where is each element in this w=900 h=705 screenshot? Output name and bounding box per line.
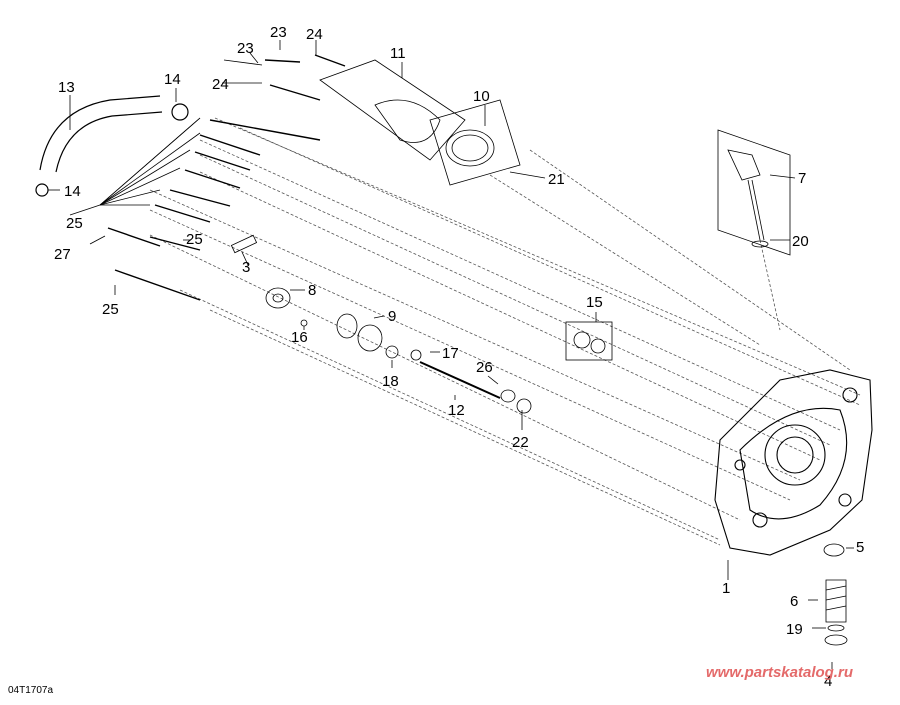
callout-11: 11 xyxy=(390,45,406,62)
watermark: www.partskatalog.ru xyxy=(706,664,853,681)
callout-3: 3 xyxy=(242,259,250,276)
drain-plug-stack xyxy=(823,543,848,646)
callout-5: 5 xyxy=(856,539,864,556)
callout-23-left: 23 xyxy=(237,40,254,57)
callout-24-left: 24 xyxy=(212,76,229,93)
callout-7: 7 xyxy=(798,170,806,187)
fitting-15 xyxy=(565,321,613,361)
callout-16: 16 xyxy=(291,329,308,346)
callout-14-top: 14 xyxy=(164,71,181,88)
callout-12: 12 xyxy=(448,402,465,419)
callout-4: 4 xyxy=(824,673,832,690)
callout-26: 26 xyxy=(476,359,493,376)
callout-15: 15 xyxy=(586,294,603,311)
callout-labels: 1 3 4 5 6 7 8 9 10 11 12 13 14 14 15 16 … xyxy=(54,24,864,690)
callout-27: 27 xyxy=(54,246,71,263)
callout-13: 13 xyxy=(58,79,75,96)
callout-25-mid: 25 xyxy=(186,231,203,248)
shaft-components xyxy=(230,234,532,414)
drawing-code: 04T1707a xyxy=(8,685,54,696)
callout-21: 21 xyxy=(548,171,565,188)
callout-9: 9 xyxy=(388,308,396,325)
hose xyxy=(35,95,189,197)
callout-22: 22 xyxy=(512,434,529,451)
dipstick-assembly xyxy=(717,129,791,256)
callout-24-right: 24 xyxy=(306,26,323,43)
callout-leaders xyxy=(48,40,854,672)
pump-cover-assembly xyxy=(319,59,521,186)
callout-18: 18 xyxy=(382,373,399,390)
callout-10: 10 xyxy=(473,88,490,105)
long-bolts xyxy=(107,54,346,301)
callout-8: 8 xyxy=(308,282,316,299)
callout-25-fan: 25 xyxy=(66,215,83,232)
callout-1: 1 xyxy=(722,580,730,597)
callout-20: 20 xyxy=(792,233,809,250)
callout-25-bottom: 25 xyxy=(102,301,119,318)
callout-6: 6 xyxy=(790,593,798,610)
callout-14-left: 14 xyxy=(64,183,81,200)
bolt-leader-lines xyxy=(69,117,201,216)
crankcase-housing xyxy=(714,369,873,556)
callout-19: 19 xyxy=(786,621,803,638)
callout-23-right: 23 xyxy=(270,24,287,41)
projection-lines xyxy=(149,117,861,546)
callout-17: 17 xyxy=(442,345,459,362)
